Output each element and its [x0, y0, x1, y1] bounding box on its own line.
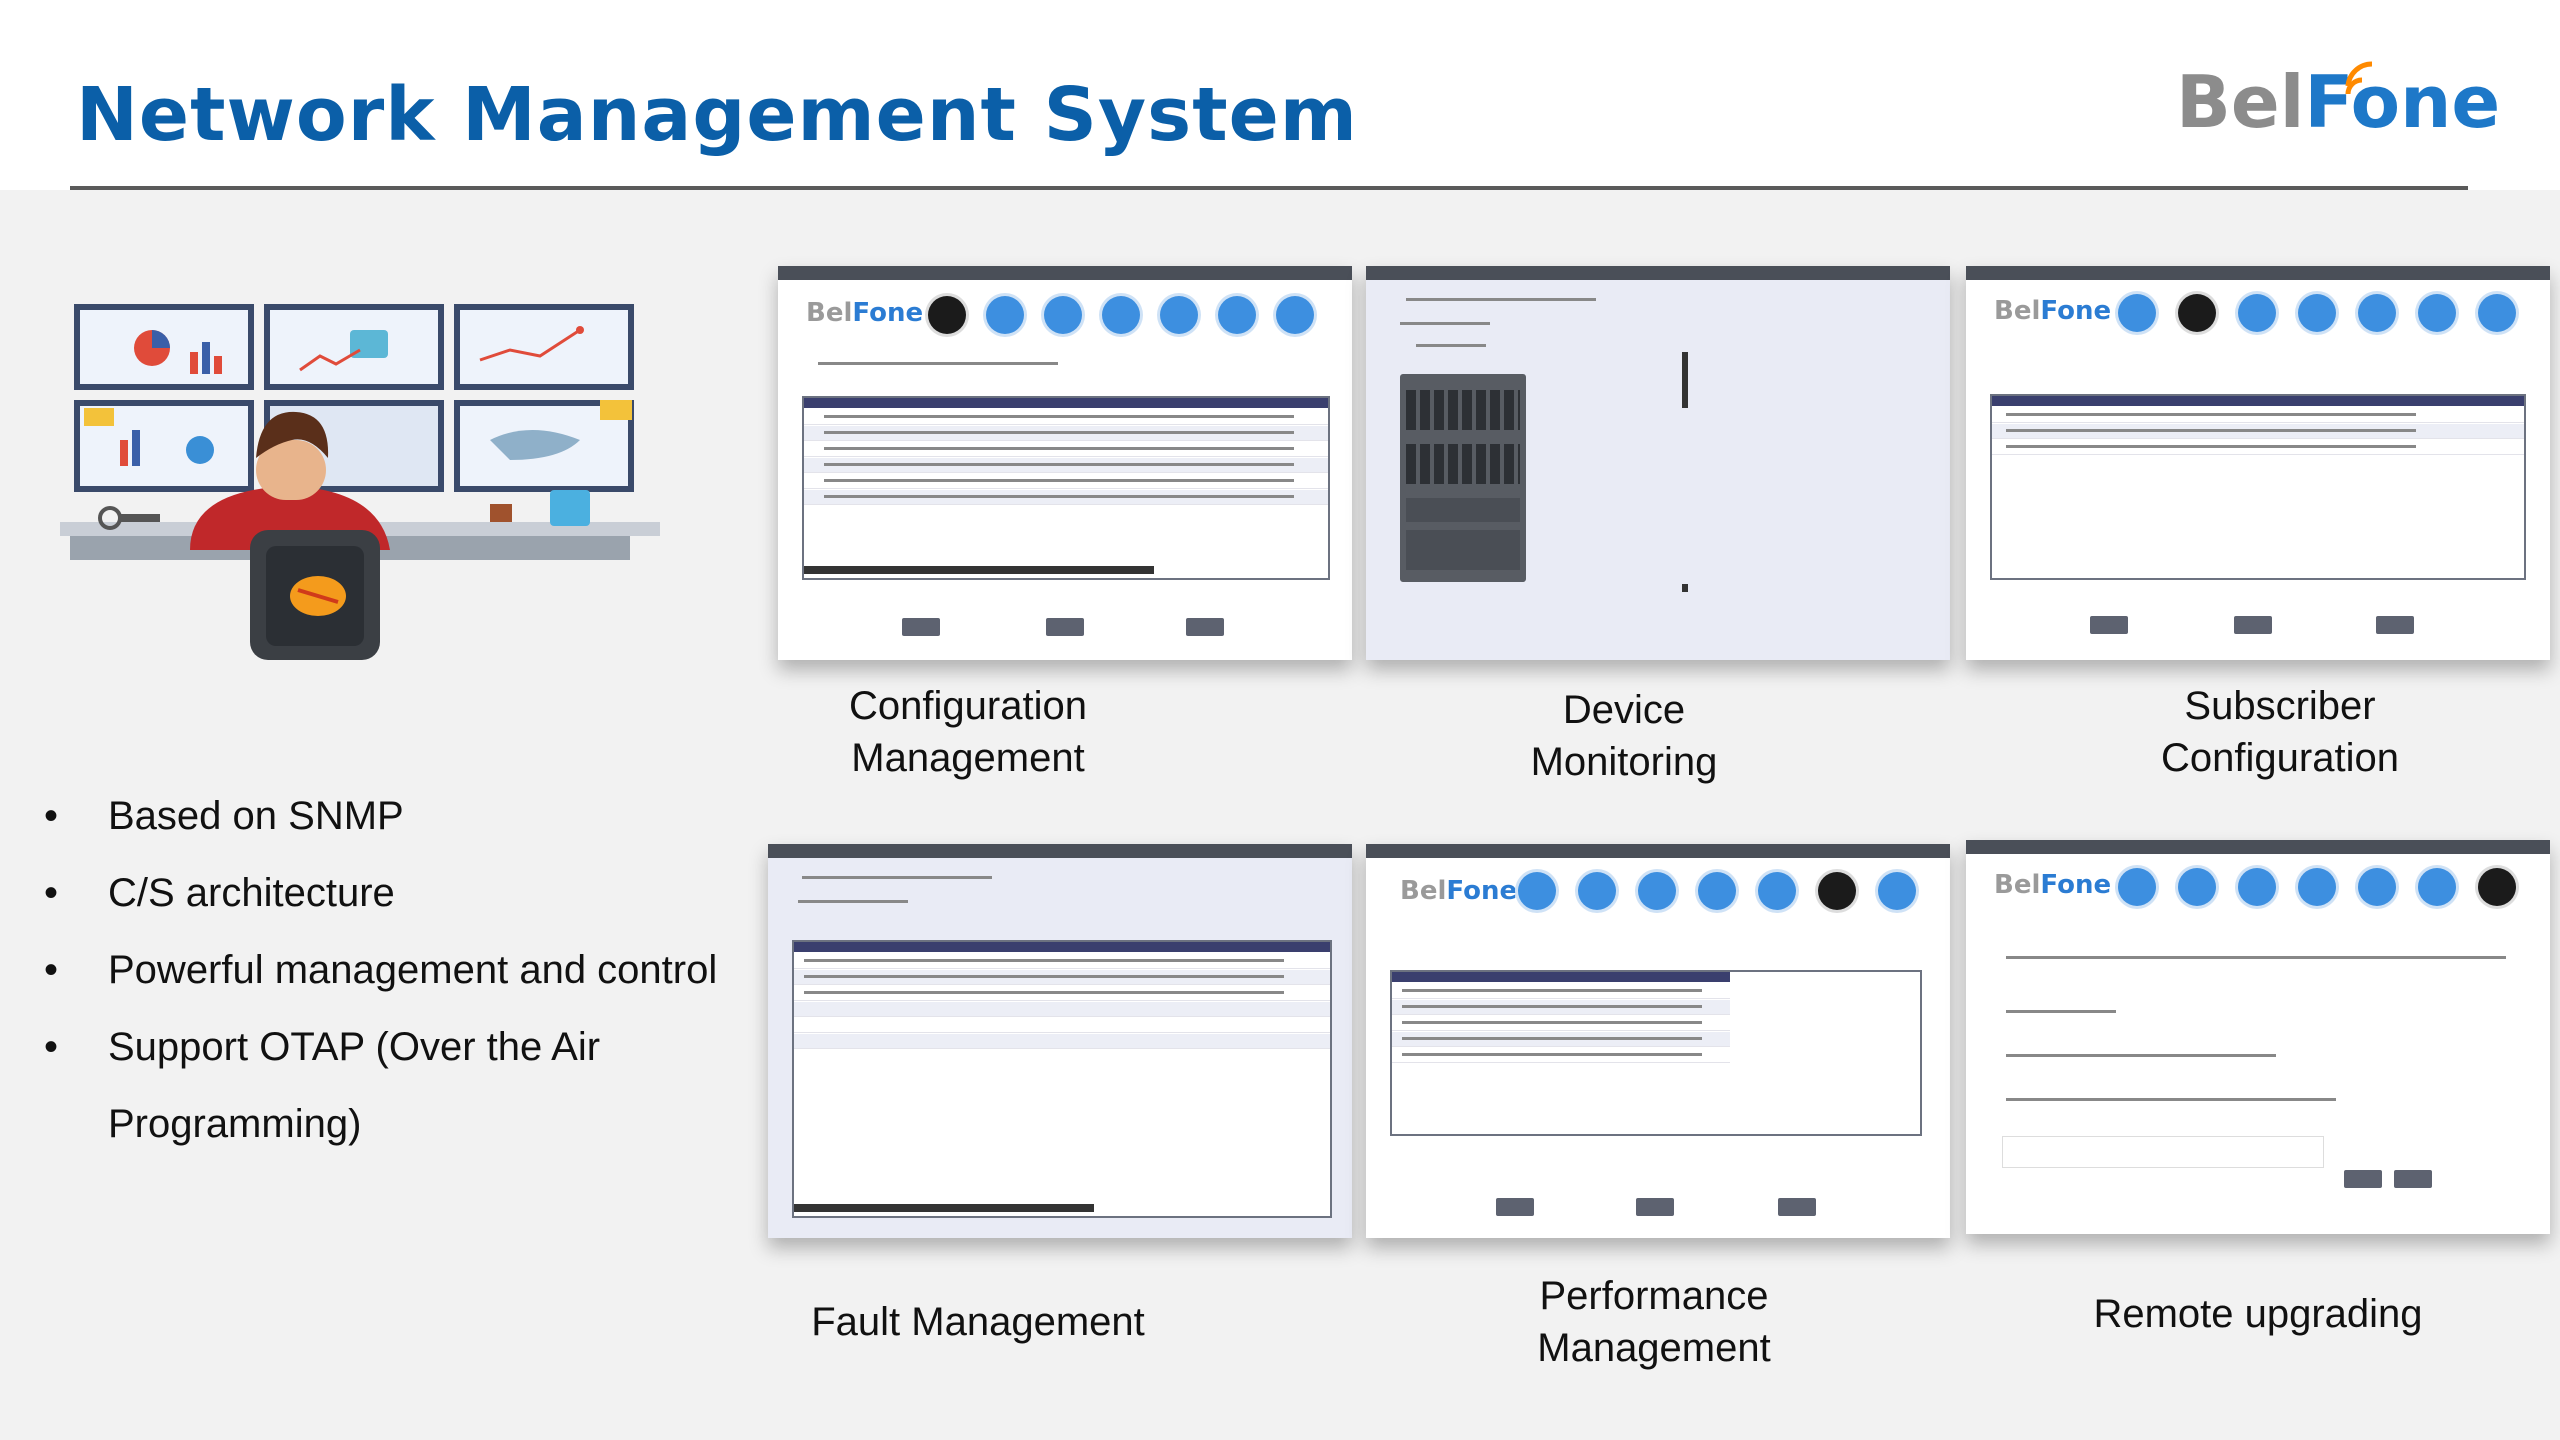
belfone-logo: BelFone: [2176, 60, 2501, 144]
action-button: [1046, 618, 1084, 636]
bullet-item: •C/S architecture: [44, 855, 764, 932]
nav-circle-icon: [2478, 294, 2516, 332]
belfone-mini-logo: BelFone: [806, 298, 924, 328]
action-button: [1186, 618, 1224, 636]
nav-circle-icon: [2418, 294, 2456, 332]
nav-circle-icon: [2118, 294, 2156, 332]
nav-circle-icon: [1758, 872, 1796, 910]
nav-circle-icon: [1518, 872, 1556, 910]
caption-subscriber-configuration: Subscriber Configuration: [2161, 684, 2399, 780]
bullet-item: •Based on SNMP: [44, 778, 764, 855]
form-row: [2006, 956, 2506, 959]
action-button: [2376, 616, 2414, 634]
window-title-bar: [1966, 840, 2550, 854]
nav-circle-icon: [2178, 868, 2216, 906]
filter-row: [798, 900, 908, 903]
nav-circle-icon: [2418, 868, 2456, 906]
slide-header: [0, 0, 2560, 190]
caption-configuration-management: Configuration Management: [849, 684, 1087, 780]
action-button: [2234, 616, 2272, 634]
nav-circle-icon: [928, 296, 966, 334]
bullet-dot-icon: •: [44, 948, 59, 992]
bullet-item-continuation: Programming): [108, 1102, 362, 1146]
nav-circle-icon: [1878, 872, 1916, 910]
nav-circle-icon: [2358, 868, 2396, 906]
configuration-management-screenshot: BelFone: [778, 266, 1352, 660]
bullet-dot-icon: •: [44, 871, 59, 915]
nav-circle-icon: [2178, 294, 2216, 332]
filter-row: [1416, 344, 1486, 347]
nav-circle-icon: [1276, 296, 1314, 334]
nav-circle-icon: [2238, 868, 2276, 906]
window-title-bar: [778, 266, 1352, 280]
nav-circle-icon: [1218, 296, 1256, 334]
belfone-mini-logo: BelFone: [1994, 870, 2112, 900]
nav-circle-icon: [2238, 294, 2276, 332]
nav-circle-icon: [2118, 868, 2156, 906]
bullet-item: •Support OTAP (Over the Air: [44, 1009, 764, 1086]
nav-circle-icon: [1044, 296, 1082, 334]
tab-strip: [1406, 298, 1596, 301]
log-textarea: [2002, 1136, 2324, 1168]
filter-row: [1400, 322, 1490, 325]
alarm-table: [792, 940, 1332, 1218]
nav-circle-icon: [986, 296, 1024, 334]
nav-circle-icon: [1160, 296, 1198, 334]
nav-circle-icon: [1818, 872, 1856, 910]
fault-management-screenshot: [768, 844, 1352, 1238]
operator-monitoring-illustration: [60, 304, 660, 660]
nav-circle-icon: [1102, 296, 1140, 334]
window-title-bar: [768, 844, 1352, 858]
caption-remote-upgrading: Remote upgrading: [2093, 1292, 2423, 1336]
action-button: [2090, 616, 2128, 634]
caption-device-monitoring: Device Monitoring: [1530, 688, 1718, 784]
window-title-bar: [1966, 266, 2550, 280]
nav-circle-icon: [1698, 872, 1736, 910]
performance-management-screenshot: BelFone: [1366, 844, 1950, 1238]
form-row: [2006, 1010, 2116, 1013]
tab-strip: [818, 362, 1058, 365]
action-button: [1496, 1198, 1534, 1216]
form-row: [2006, 1098, 2336, 1101]
belfone-mini-logo: BelFone: [1994, 296, 2112, 326]
bullet-dot-icon: •: [44, 794, 59, 838]
slide-title: Network Management System: [76, 72, 1358, 158]
action-button: [902, 618, 940, 636]
bullet-dot-icon: •: [44, 1025, 59, 1069]
config-table: [802, 396, 1330, 580]
action-button: [2344, 1170, 2382, 1188]
nav-circle-icon: [1638, 872, 1676, 910]
remote-upgrading-screenshot: BelFone: [1966, 840, 2550, 1234]
performance-table: [1390, 970, 1922, 1136]
device-monitoring-screenshot: [1366, 266, 1950, 660]
action-button: [1636, 1198, 1674, 1216]
tab-strip: [802, 876, 992, 879]
caption-performance-management: Performance Management: [1537, 1274, 1771, 1370]
nav-circle-icon: [1578, 872, 1616, 910]
action-button: [2394, 1170, 2432, 1188]
nav-circle-icon: [2358, 294, 2396, 332]
feature-list: •Based on SNMP •C/S architecture •Powerf…: [44, 778, 764, 1163]
device-chassis-panel: [1400, 374, 1526, 582]
nav-circle-icon: [2478, 868, 2516, 906]
nav-circle-icon: [2298, 868, 2336, 906]
bullet-item: •Powerful management and control: [44, 932, 764, 1009]
header-divider: [70, 186, 2468, 190]
subscriber-table: [1990, 394, 2526, 580]
signal-waves-icon: [2345, 61, 2373, 95]
form-row: [2006, 1054, 2276, 1057]
belfone-mini-logo: BelFone: [1400, 876, 1518, 906]
window-title-bar: [1366, 266, 1950, 280]
nav-circle-icon: [2298, 294, 2336, 332]
action-button: [1778, 1198, 1816, 1216]
caption-fault-management: Fault Management: [811, 1300, 1145, 1344]
window-title-bar: [1366, 844, 1950, 858]
subscriber-configuration-screenshot: BelFone: [1966, 266, 2550, 660]
